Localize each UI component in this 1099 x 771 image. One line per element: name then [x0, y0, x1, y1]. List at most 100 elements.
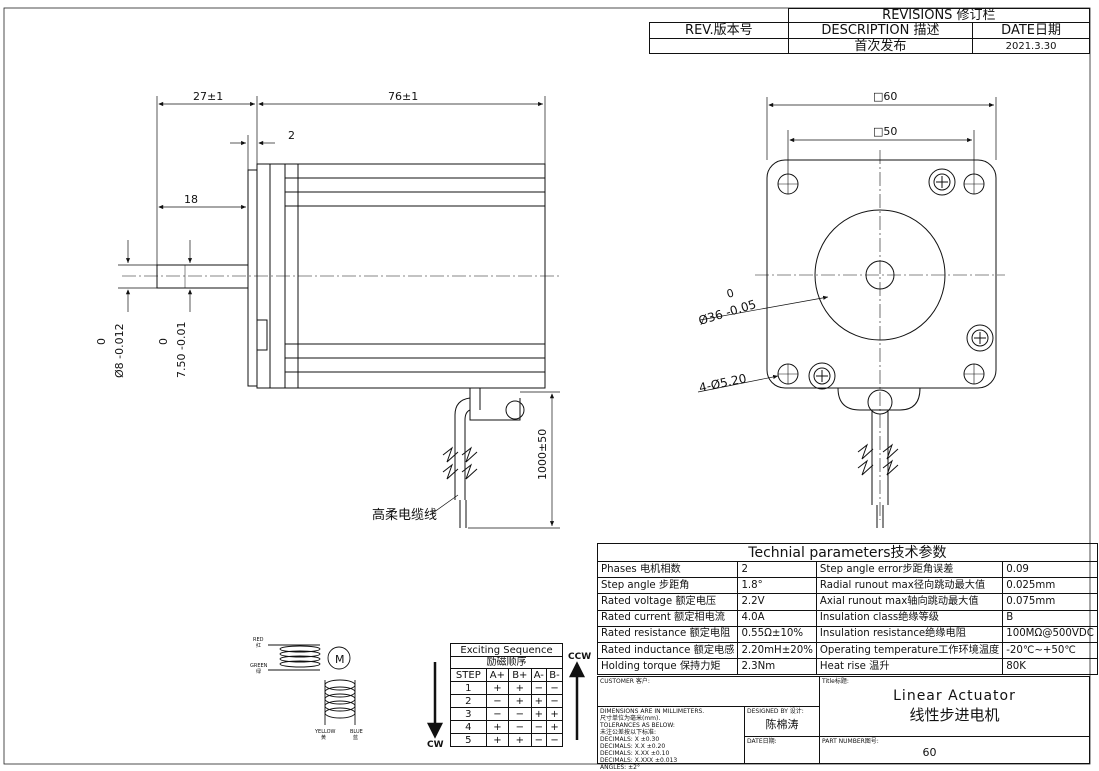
- title-cn: 线性步进电机: [909, 706, 1000, 724]
- param-value-2: 0.075mm: [1002, 593, 1098, 611]
- sequence-cell: +: [485, 681, 510, 695]
- rev-col-header: REV.版本号: [649, 22, 789, 39]
- sequence-cell: −: [546, 733, 563, 747]
- wire-red-label: RED: [253, 637, 264, 643]
- sequence-cell: +: [530, 694, 548, 708]
- dim-holes: 4-Ø5.20: [698, 371, 748, 395]
- param-label: Rated inductance 额定电感: [596, 641, 739, 660]
- sequence-row: 5++−−: [450, 733, 563, 747]
- sequence-cell: −: [485, 694, 510, 708]
- param-label-2: Axial runout max轴向跳动最大值: [815, 593, 1004, 611]
- sequence-row: 3−−++: [450, 707, 563, 721]
- sequence-header-cell: A-: [530, 668, 548, 682]
- dims-note-1: DIMENSIONS ARE IN MILLIMETERS.: [600, 708, 705, 715]
- tol-5: ANGLES: ±2°: [600, 764, 640, 771]
- motor-symbol-label: M: [335, 653, 345, 666]
- param-label: Step angle 步距角: [596, 577, 739, 595]
- cw-label: CW: [427, 740, 444, 750]
- dim-flange: 2: [288, 129, 295, 142]
- tol-note-1: TOLERANCES AS BELOW:: [600, 722, 675, 729]
- sequence-cell: −: [546, 681, 563, 695]
- part-number-label: PART NUMBER图号:: [822, 738, 879, 745]
- param-value-2: -20℃~+50℃: [1002, 641, 1098, 660]
- wire-blue-cn: 蓝: [353, 734, 358, 741]
- param-value-2: 100MΩ@500VDC: [1002, 625, 1098, 643]
- param-label: Rated resistance 额定电阻: [596, 625, 739, 643]
- dim-square-inner: □50: [873, 125, 897, 138]
- sequence-cell: −: [530, 681, 548, 695]
- revisions-table: REVISIONS 修订栏 REV.版本号 DESCRIPTION 描述 DAT…: [649, 8, 1091, 54]
- tol-note-2: 未注公差按以下标准:: [600, 729, 657, 736]
- sequence-cell: +: [508, 681, 532, 695]
- designer-name: 陈棉涛: [765, 718, 799, 731]
- sequence-title-cn: 励磁顺序: [450, 656, 563, 669]
- tol-3: DECIMALS: X.XX ±0.10: [600, 750, 670, 757]
- designed-by-label: DESIGNED BY 设计:: [747, 708, 804, 715]
- sequence-cell: 3: [450, 707, 487, 721]
- param-label: Phases 电机相数: [596, 560, 739, 579]
- param-value-2: 0.09: [1002, 560, 1098, 579]
- sequence-cell: 1: [450, 681, 487, 695]
- sequence-row: 1++−−: [450, 681, 563, 695]
- dim-cable-length: 1000±50: [536, 429, 549, 480]
- dim-square-outer: □60: [873, 90, 897, 103]
- param-value: 4.0A: [737, 609, 817, 627]
- sequence-row: 2−++−: [450, 694, 563, 708]
- title-en: Linear Actuator: [893, 688, 1016, 704]
- dim-body-length: 76±1: [388, 90, 418, 103]
- dim-shaft-length: 27±1: [193, 90, 223, 103]
- param-value: 1.8°: [737, 577, 817, 595]
- drawing-border: [3, 7, 1091, 765]
- front-view: [755, 150, 1005, 528]
- customer-label: CUSTOMER 客户:: [600, 678, 650, 685]
- sequence-cell: 5: [450, 733, 487, 747]
- dim-flat-depth: 7.50 -0.01: [175, 322, 188, 378]
- tol-4: DECIMALS: X.XXX ±0.013: [600, 757, 678, 764]
- dim-boss: Ø36 -0.05: [697, 297, 758, 328]
- side-view: [122, 163, 562, 528]
- title-block: CUSTOMER 客户: DIMENSIONS ARE IN MILLIMETE…: [597, 676, 1090, 771]
- param-label: Holding torque 保持力矩: [596, 658, 739, 676]
- sequence-cell: −: [530, 733, 548, 747]
- desc-col-header: DESCRIPTION 描述: [787, 22, 974, 39]
- wire-blue-label: BLUE: [350, 729, 363, 735]
- dim-boss-upper: 0: [725, 286, 735, 300]
- revisions-title: REVISIONS 修订栏: [787, 8, 1091, 23]
- dim-shaft-dia: Ø8 -0.012: [113, 323, 126, 378]
- motor-symbol-circle: [327, 646, 351, 670]
- wire-yellow-cn: 黄: [321, 734, 326, 741]
- dim-flat: 18: [184, 193, 198, 206]
- sequence-cell: +: [508, 694, 532, 708]
- sequence-cell: +: [546, 720, 563, 734]
- param-value-2: B: [1002, 609, 1098, 627]
- param-label: Rated voltage 额定电压: [596, 593, 739, 611]
- param-label-2: Insulation class绝缘等级: [815, 609, 1004, 627]
- param-label-2: Radial runout max径向跳动最大值: [815, 577, 1004, 595]
- param-label-2: Operating temperature工作环境温度: [815, 641, 1004, 660]
- sequence-row: 4+−−+: [450, 720, 563, 734]
- cable-label: 高柔电缆线: [372, 507, 437, 523]
- wire-green-label: GREEN: [250, 663, 268, 669]
- sequence-header-cell: A+: [485, 668, 510, 682]
- sequence-arrows: [426, 661, 586, 740]
- wire-green-cn: 绿: [256, 668, 261, 675]
- param-value: 0.55Ω±10%: [737, 625, 817, 643]
- dim-flat-depth-upper: 0: [157, 338, 170, 345]
- sequence-header-cell: B-: [546, 668, 563, 682]
- sequence-header-cell: STEP: [450, 668, 487, 682]
- sequence-cell: −: [508, 720, 532, 734]
- tol-2: DECIMALS: X.X ±0.20: [600, 743, 666, 750]
- param-value-2: 80K: [1002, 658, 1098, 676]
- sequence-cell: +: [530, 707, 548, 721]
- param-label-2: Insulation resistance绝缘电阻: [815, 625, 1004, 643]
